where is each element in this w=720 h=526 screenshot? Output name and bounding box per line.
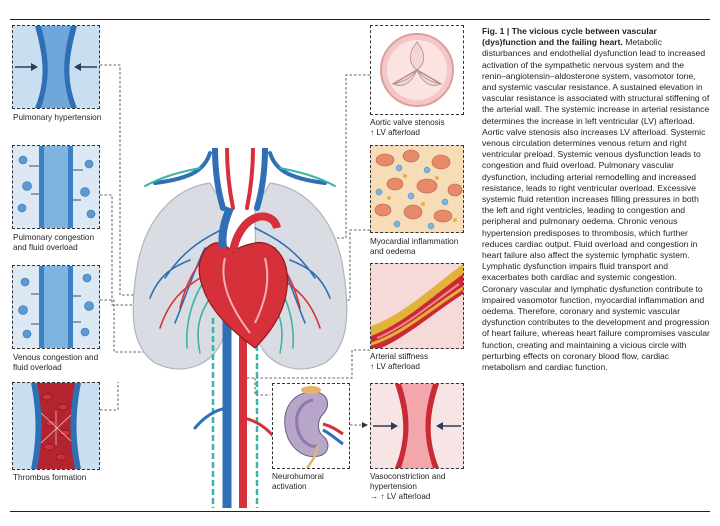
- vasoconstriction-effect: → ↑ LV afterload: [370, 492, 431, 501]
- right-lung: [254, 182, 348, 370]
- label-thrombus: Thrombus formation: [13, 473, 87, 482]
- panel-pulmonary-hypertension: [12, 25, 100, 109]
- label-pulmonary-congestion: Pulmonary congestion and fluid overload: [13, 233, 95, 252]
- panel-vasoconstriction: [370, 383, 464, 469]
- aortic-stenosis-effect: ↑ LV afterload: [370, 128, 420, 137]
- panel-venous-congestion: [12, 265, 100, 349]
- panel-thrombus: [12, 382, 100, 470]
- figure: Pulmonary hypertension Pulmonary congest…: [12, 25, 470, 508]
- vasoconstriction-title: Vasoconstriction and hypertension: [370, 472, 446, 491]
- panel-myocardial: [370, 145, 464, 233]
- label-venous-congestion: Venous congestion and fluid overload: [13, 353, 99, 372]
- panel-pulmonary-congestion: [12, 145, 100, 229]
- panel-arterial-stiffness: [370, 263, 464, 349]
- caption-label: Fig. 1 | The vicious cycle between vascu…: [482, 26, 657, 48]
- bottom-rule: [10, 511, 710, 512]
- aortic-stenosis-title: Aortic valve stenosis: [370, 118, 445, 127]
- label-pulmonary-hypertension: Pulmonary hypertension: [13, 113, 102, 122]
- panel-aortic-stenosis: [370, 25, 464, 115]
- label-neurohumoral: Neurohumoral activation: [272, 472, 324, 491]
- central-anatomy: [132, 148, 348, 508]
- top-rule: [10, 19, 710, 20]
- label-vasoconstriction: Vasoconstriction and hypertension → ↑ LV…: [370, 472, 470, 502]
- panel-neurohumoral: [272, 383, 350, 469]
- label-myocardial: Myocardial inflammation and oedema: [370, 237, 459, 256]
- arterial-stiffness-title: Arterial stiffness: [370, 352, 429, 361]
- caption-text: Metabolic disturbances and endothelial d…: [482, 37, 710, 373]
- arterial-stiffness-effect: ↑ LV afterload: [370, 362, 420, 371]
- label-arterial-stiffness: Arterial stiffness ↑ LV afterload: [370, 352, 470, 372]
- figure-caption: Fig. 1 | The vicious cycle between vascu…: [482, 26, 710, 373]
- label-aortic-stenosis: Aortic valve stenosis ↑ LV afterload: [370, 118, 470, 138]
- left-lung: [132, 182, 226, 370]
